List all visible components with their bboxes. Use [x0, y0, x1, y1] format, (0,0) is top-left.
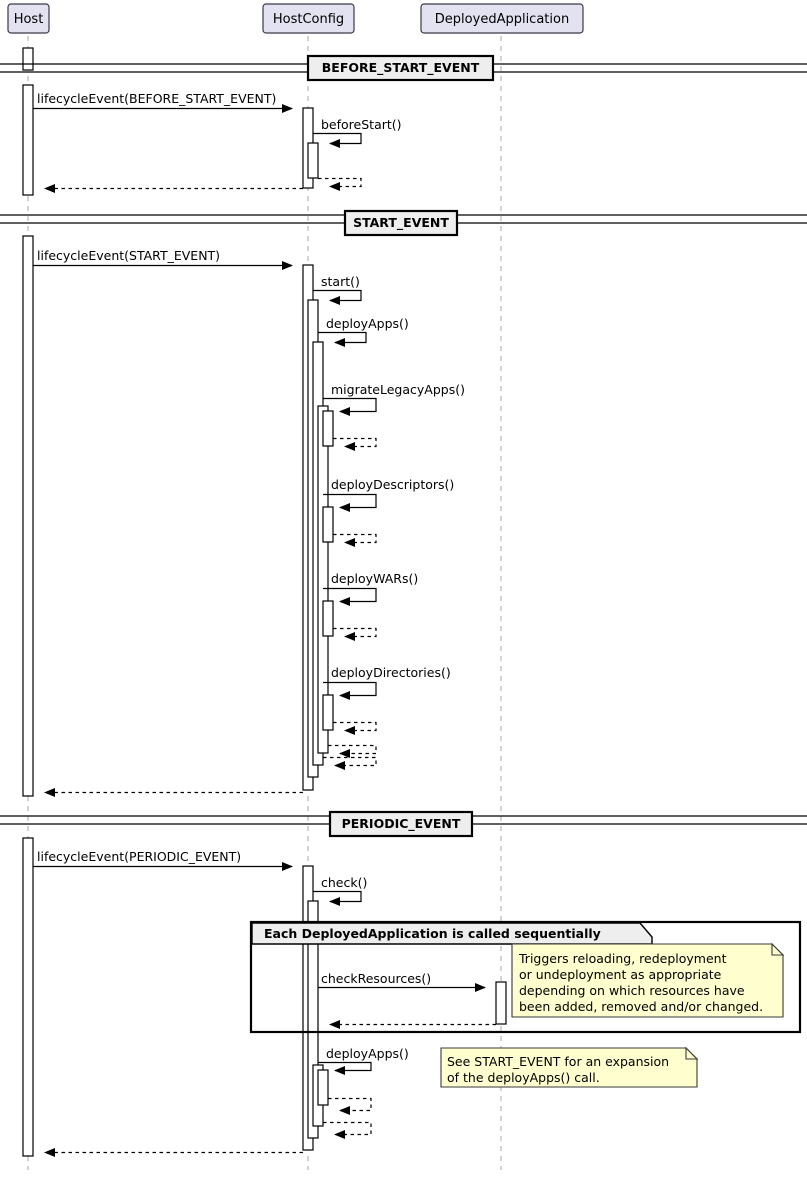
- group-tab-label-sequential: Each DeployedApplication is called seque…: [264, 926, 601, 941]
- activation-deployedapplication: [495, 981, 507, 1025]
- msg-deploy-apps-periodic[interactable]: deployApps(): [318, 1046, 409, 1139]
- msg-deploy-apps[interactable]: deployApps(): [318, 316, 409, 347]
- msg-label-check: check(): [321, 875, 367, 890]
- note-check-resources-line-3: been added, removed and/or changed.: [519, 999, 763, 1014]
- msg-deploy-descriptors[interactable]: deployDescriptors(): [323, 477, 454, 547]
- activation-host-stub: [22, 47, 34, 71]
- msg-label-start: start(): [321, 274, 360, 289]
- msg-lifecycle-start[interactable]: lifecycleEvent(START_EVENT): [33, 248, 293, 270]
- participant-box-hostconfig[interactable]: [262, 3, 355, 34]
- note-check-resources-line-0: Triggers reloading, redeployment: [518, 951, 727, 966]
- participant-label-host: Host: [14, 12, 44, 27]
- msg-before-start[interactable]: beforeStart(): [313, 117, 402, 148]
- msg-check[interactable]: check(): [313, 875, 367, 906]
- divider-start: START_EVENT: [0, 209, 807, 237]
- activation-leaf-deploywars: [322, 600, 334, 637]
- activation-leaf-deployapps-periodic: [317, 1069, 329, 1106]
- note-check-resources: Triggers reloading, redeployment or unde…: [511, 942, 785, 1018]
- lifelines: [27, 36, 502, 1170]
- note-deploy-apps-line-1: of the deployApps() call.: [447, 1070, 600, 1085]
- divider-periodic: PERIODIC_EVENT: [0, 810, 807, 838]
- msg-label-check-resources: checkResources(): [321, 971, 431, 986]
- divider-box-periodic: [328, 810, 474, 838]
- note-deploy-apps: See START_EVENT for an expansion of the …: [440, 1046, 699, 1088]
- activation-leaf-deploydescriptors: [322, 506, 334, 543]
- activation-host-1: [22, 84, 34, 196]
- msg-migrate-legacy-apps[interactable]: migrateLegacyApps(): [323, 382, 465, 451]
- activation-hostconfig-beforestart: [307, 142, 319, 179]
- msg-deploy-directories[interactable]: deployDirectories(): [323, 665, 451, 735]
- note-check-resources-line-2: depending on which resources have: [519, 983, 745, 998]
- msg-label-deploy-wars: deployWARs(): [331, 571, 418, 586]
- participant-box-deployedapplication[interactable]: [420, 3, 584, 34]
- msg-label-deploy-directories: deployDirectories(): [331, 665, 451, 680]
- note-check-resources-line-1: or undeployment as appropriate: [519, 967, 722, 982]
- msg-label-deploy-apps-periodic: deployApps(): [326, 1046, 409, 1061]
- group-tab-sequential: [251, 922, 653, 945]
- divider-label-start: START_EVENT: [353, 215, 449, 231]
- participant-host[interactable]: Host: [7, 3, 50, 34]
- msg-label-deploy-descriptors: deployDescriptors(): [331, 477, 454, 492]
- activation-leaf-deploydirectories: [322, 694, 334, 731]
- msg-lifecycle-before-start[interactable]: lifecycleEvent(BEFORE_START_EVENT): [33, 91, 293, 113]
- divider-label-before-start: BEFORE_START_EVENT: [322, 60, 480, 76]
- activation-leaf-migratelegacyapps: [322, 410, 334, 447]
- activation-hostconfig-migratelegacyapps: [317, 405, 329, 754]
- group-frame-sequential: [249, 920, 802, 1034]
- participant-label-deployedapplication: DeployedApplication: [435, 12, 569, 27]
- activation-host-3: [22, 837, 34, 1157]
- msg-label-lifecycle-before-start: lifecycleEvent(BEFORE_START_EVENT): [37, 91, 276, 106]
- msg-label-migrate-legacy-apps: migrateLegacyApps(): [331, 382, 465, 397]
- participant-deployedapplication[interactable]: DeployedApplication: [420, 3, 584, 34]
- group-sequential: Each DeployedApplication is called seque…: [249, 920, 802, 1034]
- participant-label-hostconfig: HostConfig: [273, 12, 344, 27]
- msg-start[interactable]: start(): [313, 274, 362, 305]
- return-before-start: [318, 177, 362, 191]
- participant-hostconfig[interactable]: HostConfig: [262, 3, 355, 34]
- divider-label-periodic: PERIODIC_EVENT: [342, 816, 461, 832]
- msg-label-lifecycle-periodic: lifecycleEvent(PERIODIC_EVENT): [37, 849, 241, 864]
- divider-box-start: [343, 209, 459, 237]
- msg-label-lifecycle-start: lifecycleEvent(START_EVENT): [37, 248, 220, 263]
- msg-check-resources[interactable]: checkResources(): [318, 971, 496, 1029]
- participant-box-host[interactable]: [7, 3, 50, 34]
- divider-box-before-start: [306, 54, 495, 82]
- msg-label-before-start: beforeStart(): [321, 117, 402, 132]
- activation-hostconfig-check: [307, 900, 319, 1139]
- msg-lifecycle-periodic[interactable]: lifecycleEvent(PERIODIC_EVENT): [33, 849, 293, 871]
- note-deploy-apps-line-0: See START_EVENT for an expansion: [447, 1054, 669, 1069]
- divider-before-start: BEFORE_START_EVENT: [0, 54, 807, 82]
- msg-deploy-wars[interactable]: deployWARs(): [323, 571, 418, 641]
- activation-host-2: [22, 235, 34, 797]
- msg-label-deploy-apps: deployApps(): [326, 316, 409, 331]
- return-cascade-start-event: [44, 744, 377, 797]
